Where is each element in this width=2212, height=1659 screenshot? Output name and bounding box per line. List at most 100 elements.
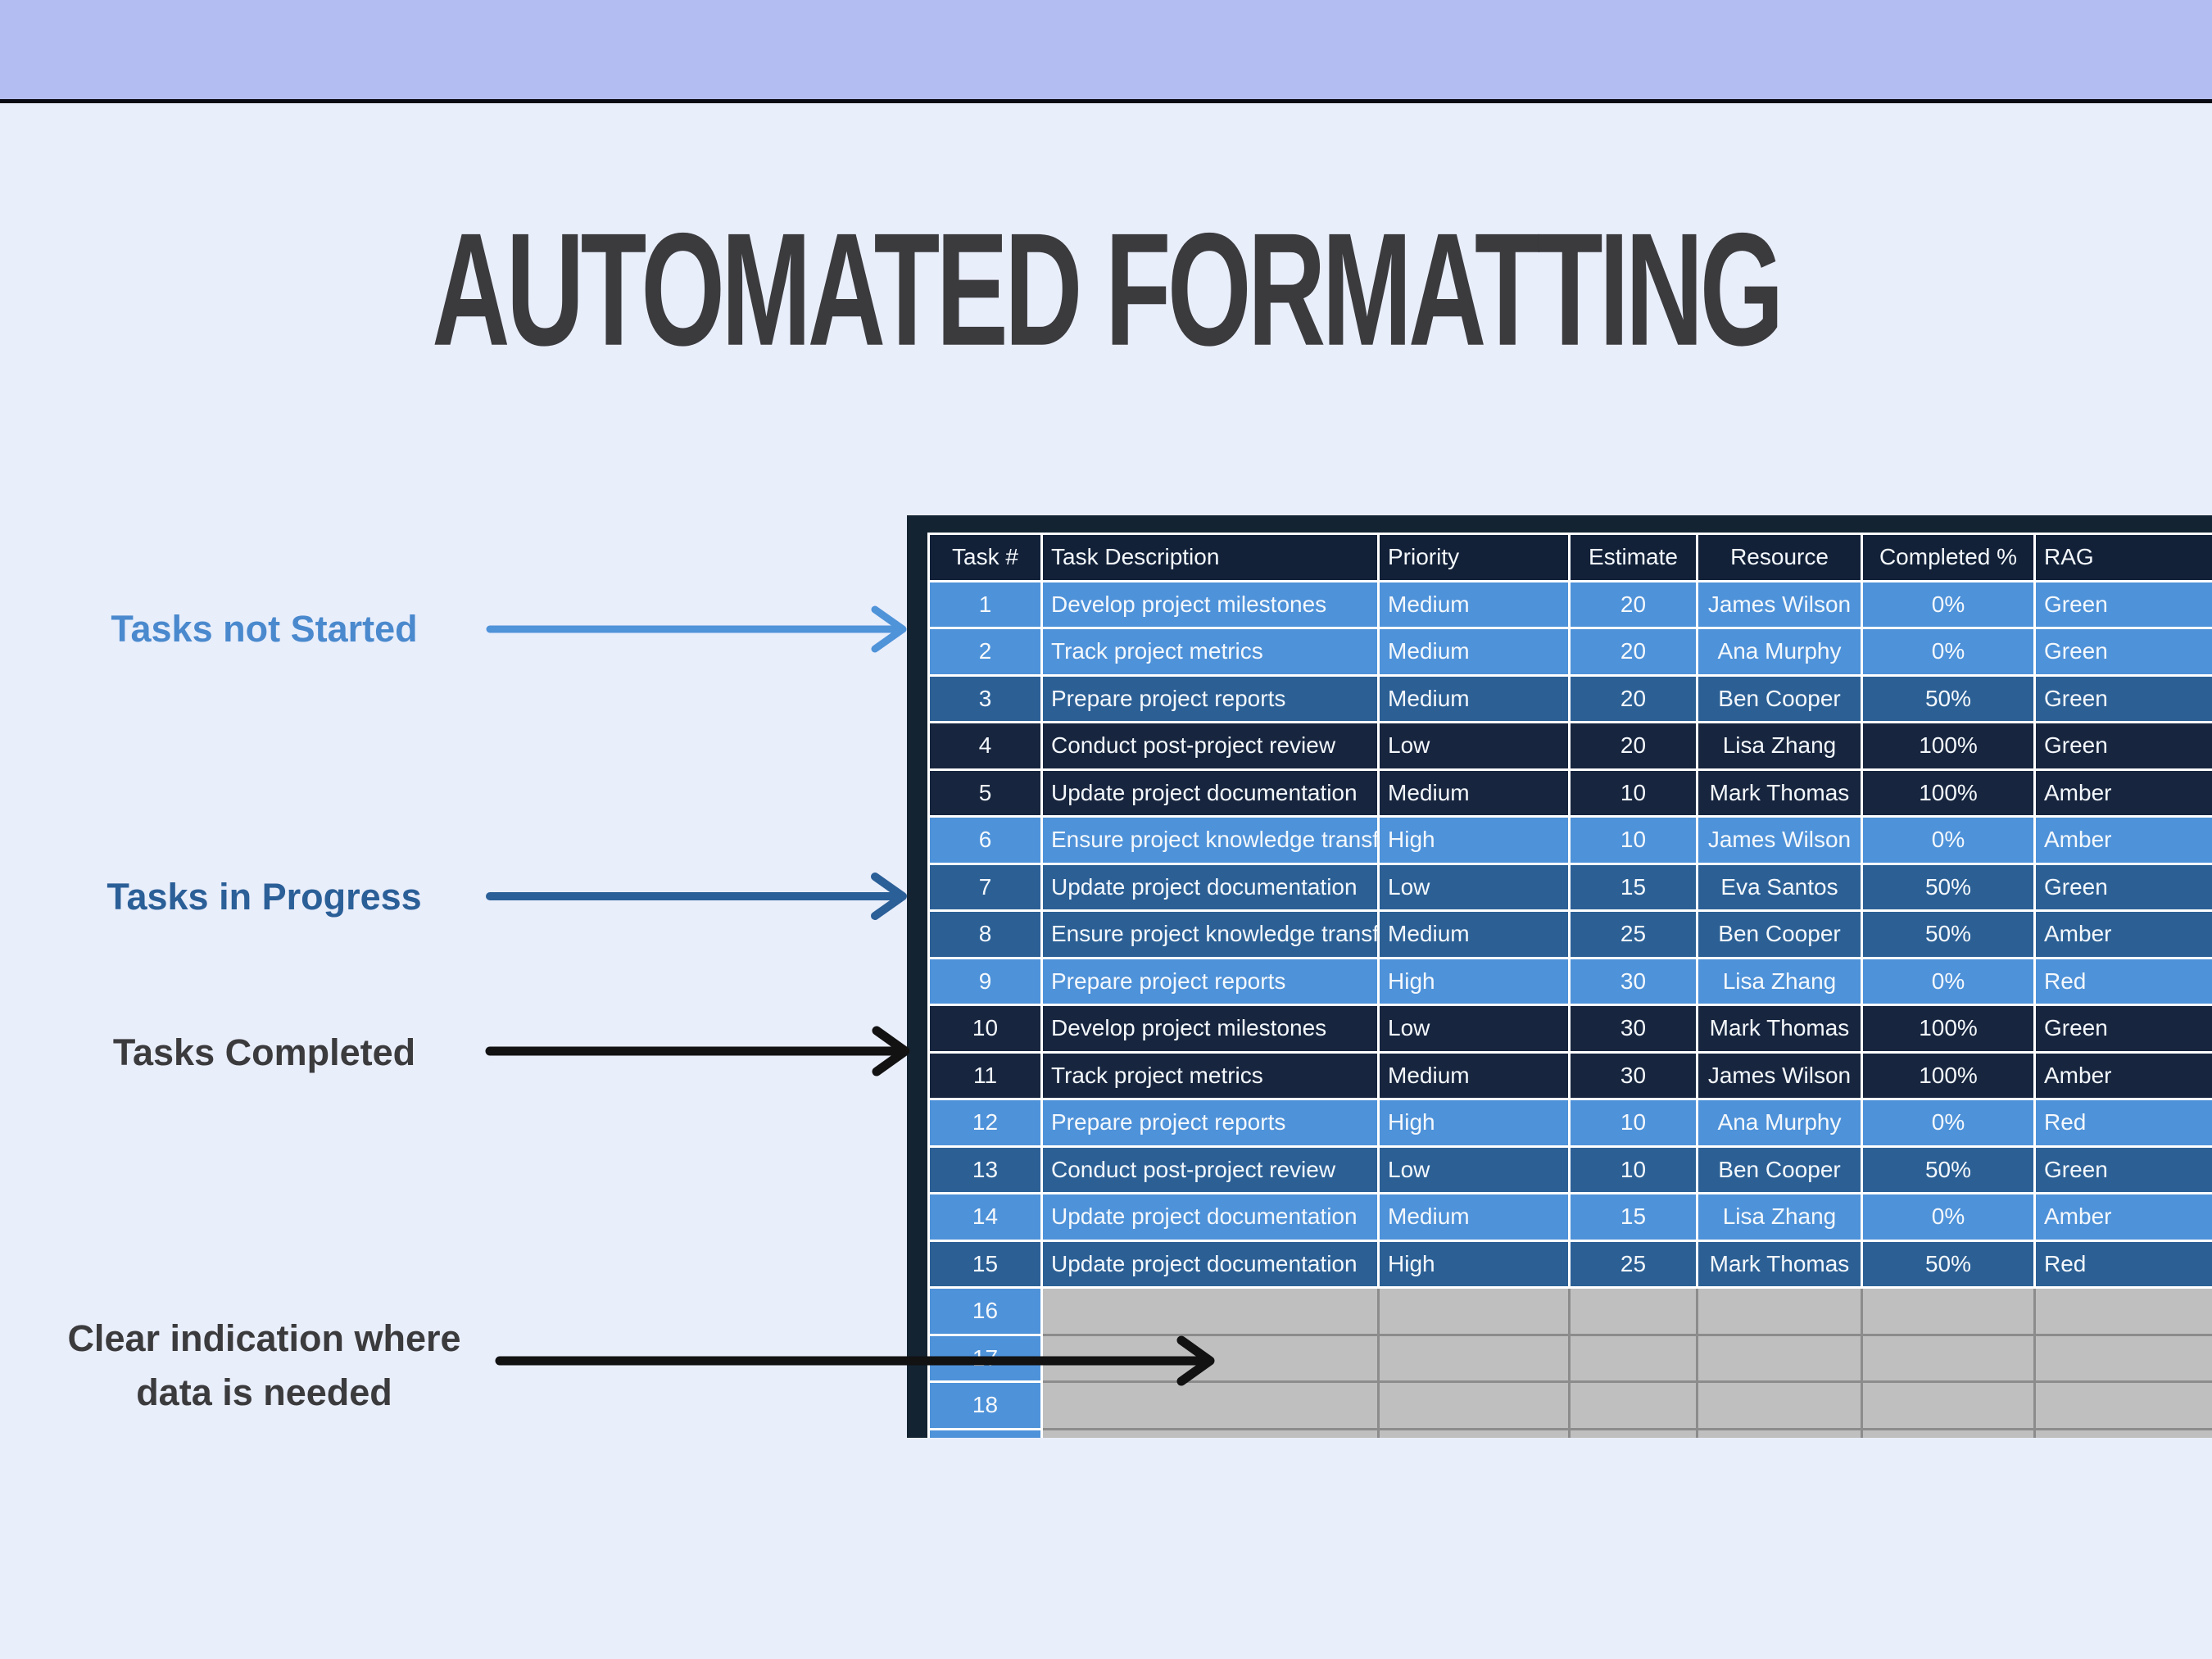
cell-estimate bbox=[1568, 1427, 1698, 1438]
column-header: Estimate bbox=[1568, 533, 1698, 582]
cell-desc: Update project documentation bbox=[1040, 768, 1380, 818]
cell-estimate: 30 bbox=[1568, 956, 1698, 1006]
cell-num: 7 bbox=[927, 862, 1043, 912]
column-header: Task Description bbox=[1040, 533, 1380, 582]
cell-rag bbox=[2033, 1333, 2212, 1383]
cell-completed: 100% bbox=[1861, 768, 2036, 818]
cell-priority: Low bbox=[1377, 721, 1571, 771]
table-row bbox=[927, 1427, 2212, 1438]
cell-rag: Green bbox=[2033, 1004, 2212, 1054]
cell-resource: Ben Cooper bbox=[1696, 1145, 1863, 1194]
cell-priority bbox=[1377, 1286, 1571, 1336]
cell-completed bbox=[1861, 1427, 2036, 1438]
cell-rag: Green bbox=[2033, 862, 2212, 912]
cell-desc: Prepare project reports bbox=[1040, 673, 1380, 723]
label-data-needed: Clear indication where data is needed bbox=[33, 1312, 496, 1420]
cell-estimate bbox=[1568, 1286, 1698, 1336]
cell-rag: Green bbox=[2033, 579, 2212, 629]
cell-num: 18 bbox=[927, 1380, 1043, 1430]
cell-desc: Conduct post-project review bbox=[1040, 1145, 1380, 1194]
cell-rag: Red bbox=[2033, 1098, 2212, 1148]
cell-rag bbox=[2033, 1380, 2212, 1430]
cell-desc: Update project documentation bbox=[1040, 1192, 1380, 1242]
cell-completed: 50% bbox=[1861, 1145, 2036, 1194]
cell-completed: 0% bbox=[1861, 956, 2036, 1006]
cell-estimate: 20 bbox=[1568, 673, 1698, 723]
cell-completed: 100% bbox=[1861, 721, 2036, 771]
cell-resource: Mark Thomas bbox=[1696, 768, 1863, 818]
cell-desc: Track project metrics bbox=[1040, 627, 1380, 677]
label-data-needed-line2: data is needed bbox=[136, 1371, 392, 1413]
column-header: Resource bbox=[1696, 533, 1863, 582]
cell-desc: Track project metrics bbox=[1040, 1050, 1380, 1100]
column-header: Completed % bbox=[1861, 533, 2036, 582]
cell-completed: 0% bbox=[1861, 579, 2036, 629]
cell-num: 14 bbox=[927, 1192, 1043, 1242]
arrow-not-started-icon bbox=[486, 605, 907, 653]
cell-priority bbox=[1377, 1427, 1571, 1438]
cell-num: 16 bbox=[927, 1286, 1043, 1336]
cell-resource: James Wilson bbox=[1696, 815, 1863, 865]
cell-rag: Amber bbox=[2033, 815, 2212, 865]
cell-completed bbox=[1861, 1380, 2036, 1430]
cell-num: 3 bbox=[927, 673, 1043, 723]
cell-resource: Lisa Zhang bbox=[1696, 721, 1863, 771]
table-row: 17 bbox=[927, 1333, 2212, 1383]
cell-desc bbox=[1040, 1286, 1380, 1336]
cell-priority: Medium bbox=[1377, 627, 1571, 677]
cell-resource: Ben Cooper bbox=[1696, 673, 1863, 723]
arrow-completed-icon bbox=[485, 1026, 910, 1077]
cell-num: 6 bbox=[927, 815, 1043, 865]
cell-priority bbox=[1377, 1333, 1571, 1383]
cell-resource: Ben Cooper bbox=[1696, 909, 1863, 959]
table-row: 18 bbox=[927, 1380, 2212, 1430]
cell-estimate: 15 bbox=[1568, 1192, 1698, 1242]
cell-priority: High bbox=[1377, 1239, 1571, 1289]
cell-priority: High bbox=[1377, 1098, 1571, 1148]
cell-estimate: 10 bbox=[1568, 815, 1698, 865]
cell-estimate: 15 bbox=[1568, 862, 1698, 912]
cell-resource: Ana Murphy bbox=[1696, 627, 1863, 677]
cell-completed: 50% bbox=[1861, 862, 2036, 912]
cell-estimate: 20 bbox=[1568, 627, 1698, 677]
cell-completed: 0% bbox=[1861, 815, 2036, 865]
cell-resource: Lisa Zhang bbox=[1696, 1192, 1863, 1242]
cell-desc: Ensure project knowledge transf bbox=[1040, 815, 1380, 865]
cell-rag: Green bbox=[2033, 673, 2212, 723]
cell-estimate: 20 bbox=[1568, 579, 1698, 629]
cell-rag: Red bbox=[2033, 1239, 2212, 1289]
cell-estimate: 10 bbox=[1568, 768, 1698, 818]
cell-num: 17 bbox=[927, 1333, 1043, 1383]
cell-resource bbox=[1696, 1427, 1863, 1438]
cell-completed: 100% bbox=[1861, 1004, 2036, 1054]
cell-resource: James Wilson bbox=[1696, 579, 1863, 629]
cell-desc: Conduct post-project review bbox=[1040, 721, 1380, 771]
page-title: AUTOMATED FORMATTING bbox=[432, 200, 1784, 380]
cell-estimate bbox=[1568, 1380, 1698, 1430]
cell-resource: Mark Thomas bbox=[1696, 1004, 1863, 1054]
cell-desc bbox=[1040, 1380, 1380, 1430]
cell-completed: 0% bbox=[1861, 1192, 2036, 1242]
cell-priority: Medium bbox=[1377, 579, 1571, 629]
cell-num bbox=[927, 1427, 1043, 1438]
cell-desc: Update project documentation bbox=[1040, 862, 1380, 912]
cell-rag: Amber bbox=[2033, 768, 2212, 818]
cell-num: 13 bbox=[927, 1145, 1043, 1194]
cell-estimate: 30 bbox=[1568, 1050, 1698, 1100]
cell-priority: Medium bbox=[1377, 1050, 1571, 1100]
cell-rag bbox=[2033, 1427, 2212, 1438]
cell-completed: 50% bbox=[1861, 909, 2036, 959]
cell-rag: Green bbox=[2033, 1145, 2212, 1194]
cell-completed bbox=[1861, 1333, 2036, 1383]
